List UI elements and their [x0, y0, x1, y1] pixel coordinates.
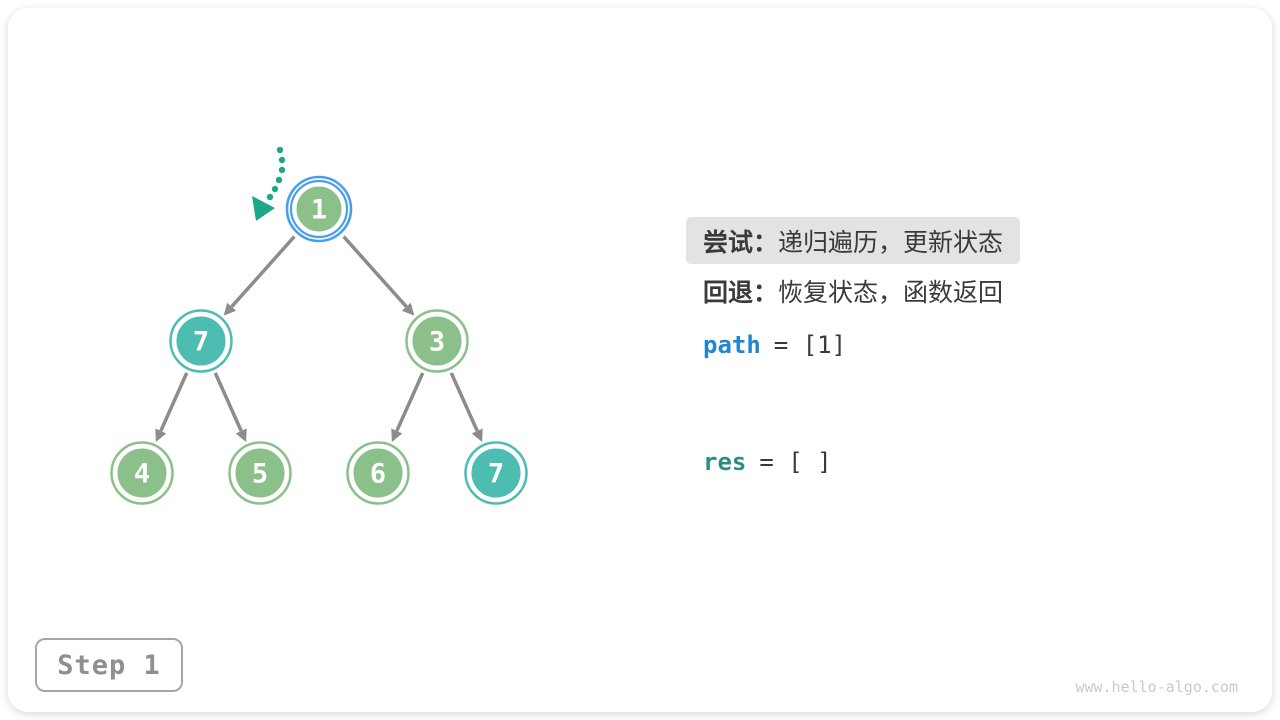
legend-try-text: 递归遍历，更新状态	[778, 228, 1004, 257]
legend-back-text: 恢复状态，函数返回	[778, 279, 1004, 307]
tree-node-current	[293, 183, 345, 235]
tree-node	[173, 313, 229, 369]
tree-node-ring	[464, 441, 528, 505]
pointer-dot	[276, 146, 284, 154]
tree-node-value: 1	[311, 194, 327, 225]
path-variable-value: = [1]	[773, 331, 847, 359]
tree-edge-arrowhead-icon	[401, 302, 415, 316]
tree-edge-arrowhead-icon	[235, 428, 247, 442]
watermark: www.hello-algo.com	[1075, 678, 1238, 696]
tree-edge-arrowhead-icon	[223, 302, 237, 316]
tree-node	[232, 445, 288, 501]
tree-node-value: 3	[429, 326, 445, 357]
legend-back-line: 回退：恢复状态，函数返回	[703, 278, 1003, 308]
pointer-dot	[266, 193, 274, 201]
pointer-dot	[275, 176, 283, 184]
tree-edge	[159, 372, 189, 432]
legend-try-line: 尝试：递归遍历，更新状态	[686, 217, 1021, 264]
tree-node-ring	[169, 309, 233, 373]
legend-back-label: 回退：	[703, 279, 779, 307]
pointer-dot	[271, 185, 279, 193]
current-node-outer-ring	[285, 175, 353, 243]
path-variable-name: path	[703, 331, 761, 359]
pointer-arrowhead-icon	[252, 196, 275, 221]
tree-node-value: 7	[193, 326, 209, 357]
tree-node-value: 6	[370, 458, 386, 489]
tree-edge	[342, 235, 408, 308]
tree-edge	[230, 235, 296, 308]
legend-try-label: 尝试：	[703, 228, 779, 257]
step-badge: Step 1	[35, 638, 183, 692]
step-badge-label: Step 1	[57, 649, 161, 681]
tree-node	[114, 445, 170, 501]
tree-node-ring	[346, 441, 410, 505]
tree-node	[409, 313, 465, 369]
tree-edge-arrowhead-icon	[471, 428, 483, 442]
tree-edge-arrowhead-icon	[391, 428, 403, 442]
tree-node-value: 7	[488, 458, 504, 489]
tree-node	[468, 445, 524, 501]
current-node-inner-ring	[289, 179, 349, 239]
res-variable-value: = [ ]	[759, 448, 832, 476]
res-variable-name: res	[703, 448, 747, 476]
tree-edge-arrowhead-icon	[155, 428, 167, 442]
res-variable-line: res = [ ]	[703, 447, 832, 477]
pointer-dot	[278, 156, 286, 164]
tree-edge	[449, 372, 479, 432]
tree-edge	[213, 372, 243, 432]
path-variable-line: path = [1]	[703, 330, 846, 360]
tree-node-ring	[110, 441, 174, 505]
tree-edge	[395, 372, 425, 432]
tree-node-value: 4	[134, 458, 150, 489]
pointer-dot	[278, 166, 286, 174]
tree-node	[350, 445, 406, 501]
tree-node-value: 5	[252, 458, 268, 489]
tree-node-ring	[228, 441, 292, 505]
tree-node-ring	[405, 309, 469, 373]
